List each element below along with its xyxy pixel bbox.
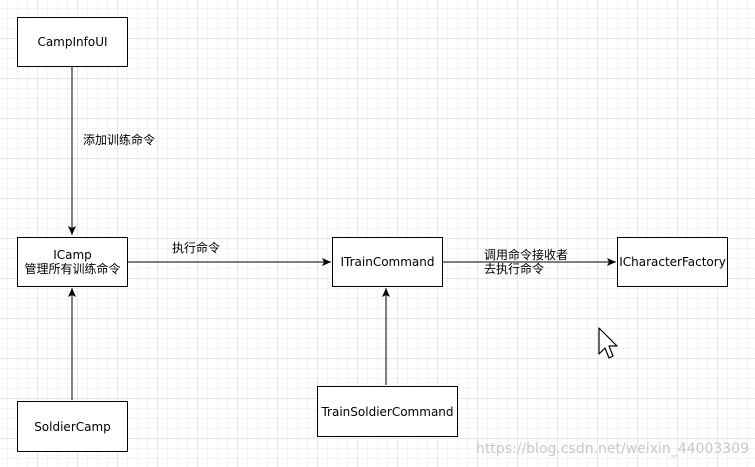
node-icharacterfactory-label: ICharacterFactory: [619, 255, 726, 269]
pointer-arrow-icon: [598, 327, 618, 363]
watermark-url: https://blog.csdn.net/weixin_44003309: [475, 441, 749, 457]
node-icamp[interactable]: ICamp 管理所有训练命令: [17, 237, 128, 287]
node-campinfoui-label: CampInfoUI: [37, 35, 108, 49]
edge-label-add-command: 添加训练命令: [83, 133, 156, 147]
edge-label-invoke-receiver-line1: 调用命令接收者: [484, 248, 569, 262]
node-itraincommand-label: ITrainCommand: [340, 255, 435, 269]
node-trainsoldiercommand[interactable]: TrainSoldierCommand: [317, 386, 458, 437]
edge-label-execute-command: 执行命令: [172, 241, 221, 255]
node-icamp-subtitle: 管理所有训练命令: [24, 262, 121, 276]
node-itraincommand[interactable]: ITrainCommand: [332, 237, 443, 287]
node-icamp-title: ICamp: [53, 248, 92, 262]
node-campinfoui[interactable]: CampInfoUI: [17, 17, 128, 67]
node-icharacterfactory[interactable]: ICharacterFactory: [617, 237, 728, 287]
edge-label-invoke-receiver-line2: 去执行命令: [484, 262, 545, 276]
node-soldiercamp-label: SoldierCamp: [34, 419, 111, 434]
node-trainsoldiercommand-label: TrainSoldierCommand: [321, 404, 454, 419]
node-soldiercamp[interactable]: SoldierCamp: [17, 401, 128, 452]
